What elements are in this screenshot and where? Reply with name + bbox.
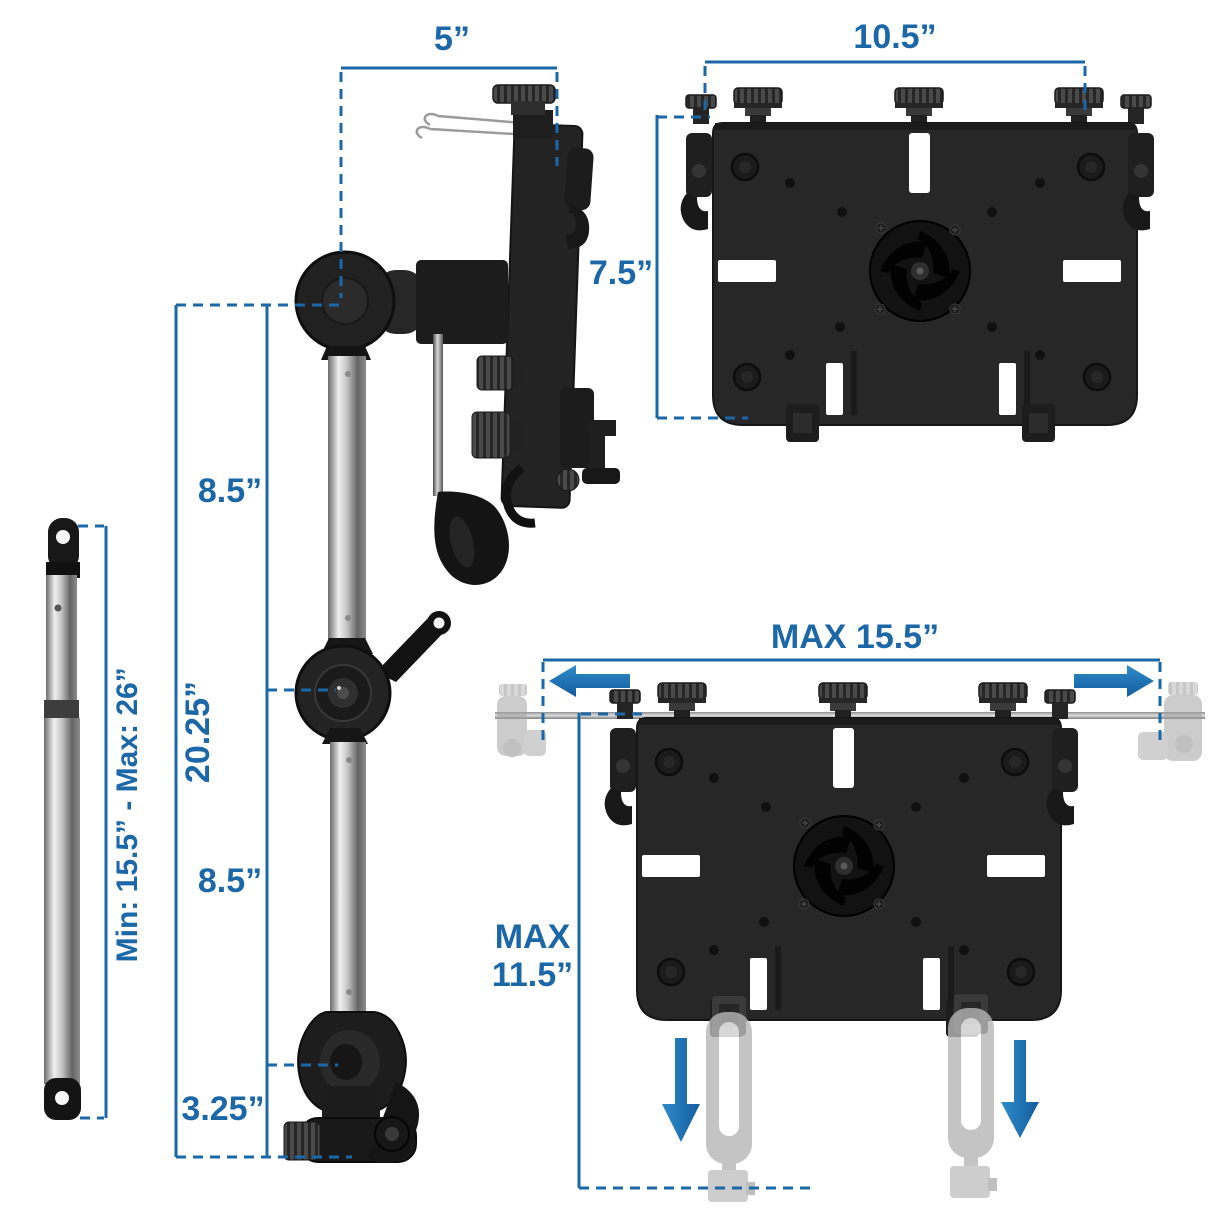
- lower-arm-tube: [330, 742, 366, 1018]
- label-arm-head-width: 5”: [434, 20, 470, 58]
- label-base-height: 3.25”: [181, 1090, 265, 1128]
- arrow-down-right-icon: [1001, 1040, 1039, 1138]
- ghost-extension-forks: [706, 994, 997, 1202]
- label-upper-arm-length: 8.5”: [197, 472, 263, 510]
- arrow-down-left-icon: [662, 1038, 700, 1142]
- label-pole-length-range: Min: 15.5” - Max: 26”: [111, 667, 145, 963]
- label-tray-height: 7.5”: [588, 254, 654, 292]
- label-lower-arm-length: 8.5”: [197, 862, 263, 900]
- label-tray-max-height-value: 11.5”: [491, 956, 574, 995]
- tray-top-view-figure: [681, 88, 1154, 442]
- mount-arm-figure: [283, 84, 620, 1164]
- arrow-left-icon: [549, 665, 630, 697]
- tray-top-knob: [492, 84, 556, 104]
- tray-wire-hooks: [415, 112, 548, 140]
- dimension-lines: [78, 60, 1162, 1190]
- arm-head: [416, 260, 508, 344]
- tray-extended-figure: [495, 665, 1205, 1202]
- label-tray-max-height-word: MAX: [494, 918, 571, 956]
- upper-arm-tube: [328, 356, 366, 640]
- label-tray-max-width: MAX 15.5”: [770, 618, 940, 656]
- telescoping-pole-figure: [44, 518, 81, 1120]
- label-tray-max-height: MAX 11.5”: [460, 918, 605, 994]
- ghost-right-bracket: [1138, 682, 1202, 761]
- arrow-right-icon: [1074, 665, 1154, 697]
- label-tray-width: 10.5”: [853, 18, 937, 56]
- label-arm-total-length: 20.25”: [178, 680, 217, 784]
- ghost-left-bracket: [497, 684, 546, 757]
